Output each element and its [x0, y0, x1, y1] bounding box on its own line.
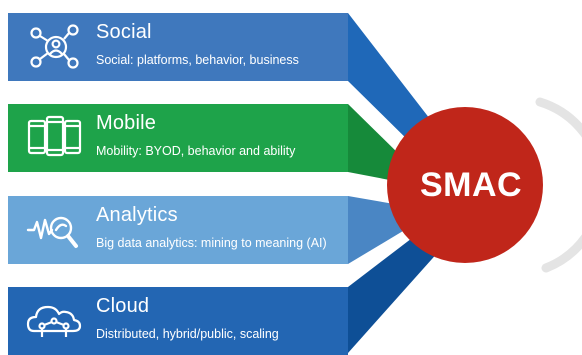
hub-label: SMAC: [419, 165, 523, 204]
connector-social: [348, 13, 440, 152]
connector-cloud: [348, 232, 440, 353]
mobile-devices-icon: [26, 114, 82, 162]
card-subtitle: Big data analytics: mining to meaning (A…: [96, 236, 327, 250]
orbit-arc: [535, 97, 582, 273]
card-analytics: Analytics Big data analytics: mining to …: [8, 196, 348, 264]
cloud-network-icon: [26, 297, 82, 345]
card-subtitle: Social: platforms, behavior, business: [96, 53, 299, 67]
card-title: Mobile: [96, 112, 157, 134]
card-social: Social Social: platforms, behavior, busi…: [8, 13, 348, 81]
card-title: Cloud: [96, 295, 150, 317]
people-network-icon: [26, 23, 82, 71]
hub: SMAC: [388, 105, 568, 265]
hub-circle: [387, 107, 543, 263]
card-title: Analytics: [96, 204, 178, 226]
card-title: Social: [96, 21, 152, 43]
card-subtitle: Distributed, hybrid/public, scaling: [96, 327, 279, 341]
card-subtitle: Mobility: BYOD, behavior and ability: [96, 144, 296, 158]
card-cloud: Cloud Distributed, hybrid/public, scalin…: [8, 287, 348, 355]
analytics-magnifier-icon: [26, 206, 82, 254]
card-mobile: Mobile Mobility: BYOD, behavior and abil…: [8, 104, 348, 172]
